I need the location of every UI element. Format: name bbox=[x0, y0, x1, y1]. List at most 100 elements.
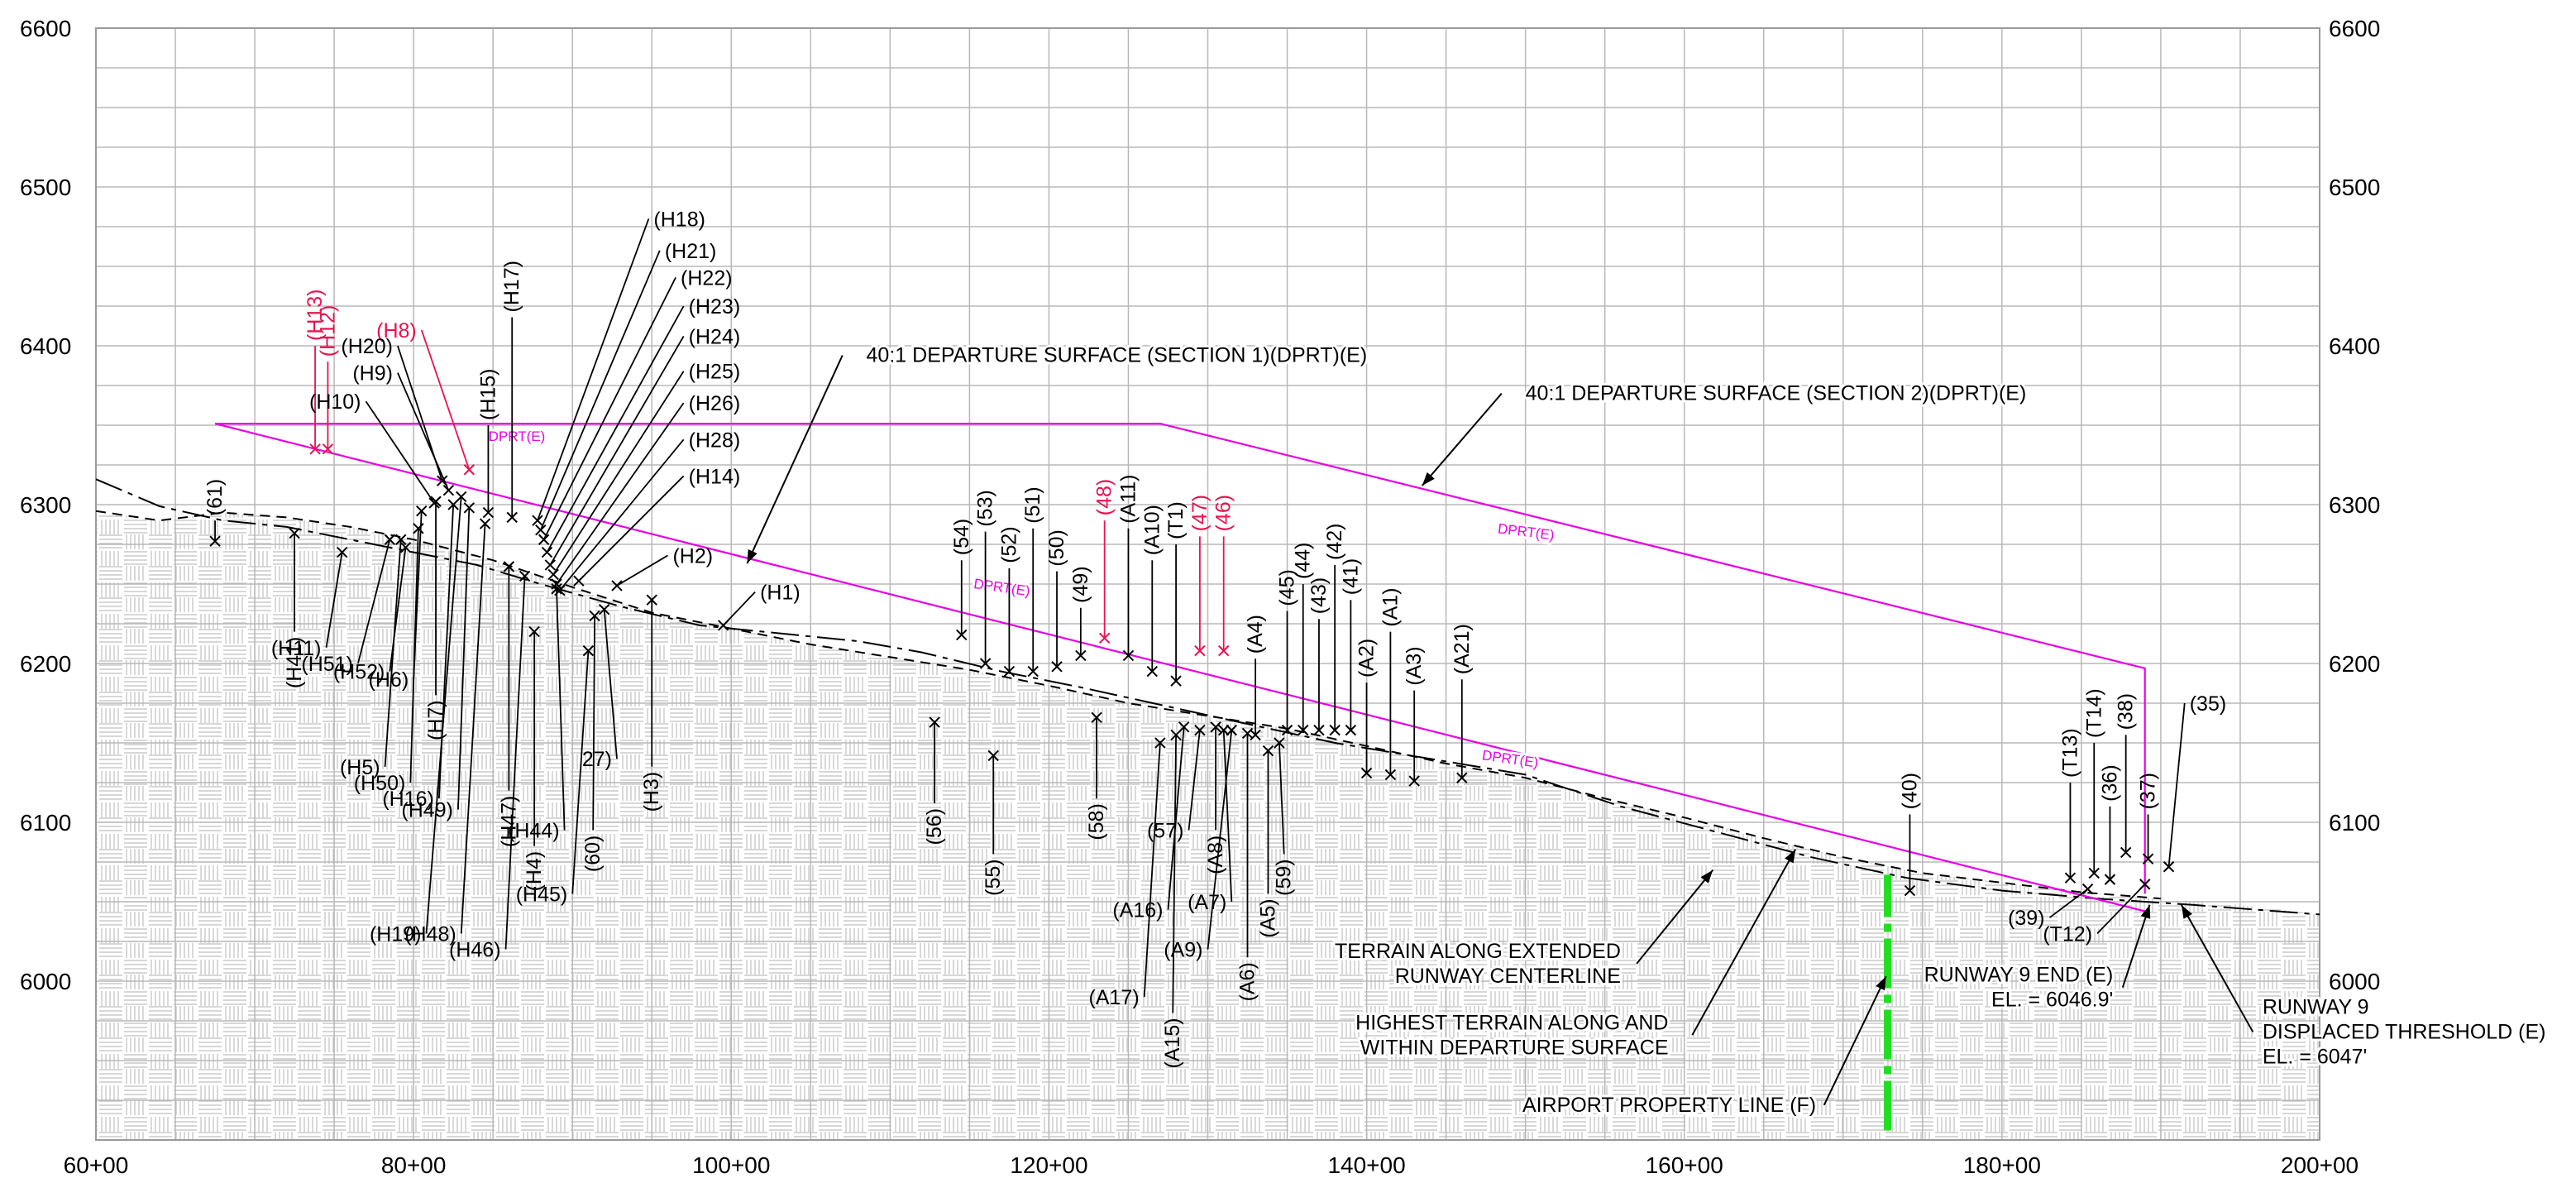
obstacle-label: (H50) bbox=[354, 772, 406, 795]
obstacle-label: (39) bbox=[2008, 907, 2044, 930]
obstacle: (49) bbox=[1069, 566, 1092, 662]
obstacle: (T12) bbox=[2043, 879, 2151, 946]
departure-surface-line bbox=[214, 423, 2145, 912]
obstacle: (61) bbox=[203, 479, 227, 547]
callout-text: RUNWAY 9 END (E) bbox=[1924, 964, 2114, 987]
obstacle: (H22) bbox=[538, 266, 733, 545]
obstacle-leader bbox=[542, 277, 676, 540]
obstacle-leader bbox=[723, 591, 756, 626]
obstacle-leader bbox=[556, 402, 685, 585]
x-tick-label: 100+00 bbox=[692, 1152, 770, 1178]
y-tick-label-left: 6500 bbox=[20, 175, 71, 200]
obstacle-leader bbox=[397, 372, 450, 491]
y-tick-label-left: 6400 bbox=[20, 333, 71, 359]
obstacle: (H44) bbox=[508, 583, 566, 843]
obstacle-leader bbox=[549, 336, 685, 566]
obstacle-label: (H44) bbox=[508, 820, 560, 843]
obstacle-label: (51) bbox=[1021, 486, 1044, 523]
obstacle-label: (56) bbox=[923, 808, 946, 845]
obstacle: (A21) bbox=[1450, 624, 1474, 783]
obstacle: (43) bbox=[1307, 577, 1331, 736]
obstacle-leader bbox=[460, 523, 486, 934]
obstacle-leader bbox=[1143, 742, 1161, 998]
obstacle: (A10) bbox=[1140, 505, 1164, 678]
obstacle: (H48) bbox=[404, 518, 491, 946]
obstacle: (H24) bbox=[544, 325, 740, 571]
obstacle-label: (H22) bbox=[681, 266, 733, 290]
obstacle: (47) bbox=[1188, 495, 1212, 657]
obstacle: (H49) bbox=[401, 502, 476, 822]
obstacle: (A6) bbox=[1236, 727, 1259, 1001]
obstacle-leader bbox=[1222, 730, 1233, 903]
departure-surface-line bbox=[215, 422, 2146, 894]
callout: 40:1 DEPARTURE SURFACE (SECTION 1)(DPRT)… bbox=[746, 342, 1369, 564]
obstacle-leader bbox=[1167, 726, 1185, 910]
callout-text: WITHIN DEPARTURE SURFACE bbox=[1360, 1036, 1669, 1059]
obstacle-label: (H13) bbox=[303, 289, 327, 341]
obstacle-label: (43) bbox=[1307, 577, 1331, 614]
obstacle-label: (50) bbox=[1045, 529, 1068, 566]
obstacle: (T13) bbox=[2058, 728, 2081, 884]
obstacle-label: (47) bbox=[1188, 495, 1212, 531]
obstacle-label: (A10) bbox=[1140, 505, 1164, 555]
callout-leader bbox=[2181, 904, 2254, 1032]
obstacle: (45) bbox=[1276, 569, 1299, 736]
obstacle-label: (54) bbox=[950, 519, 973, 555]
obstacle-leader bbox=[2096, 884, 2146, 935]
obstacle-label: (48) bbox=[1093, 479, 1116, 515]
obstacle-label: (H28) bbox=[689, 429, 741, 452]
obstacle-label: (H12) bbox=[316, 305, 339, 357]
obstacle-label: (T14) bbox=[2082, 688, 2105, 738]
obstacle: (H50) bbox=[354, 523, 424, 795]
callout-text: EL. = 6047' bbox=[2263, 1045, 2367, 1068]
obstacle-leader bbox=[2048, 888, 2089, 918]
obstacle: (58) bbox=[1085, 711, 1108, 841]
y-tick-label-right: 6000 bbox=[2329, 969, 2380, 994]
obstacle: (A15) bbox=[1161, 729, 1184, 1069]
obstacle-label: (A7) bbox=[1188, 891, 1226, 914]
obstacle: (38) bbox=[2115, 693, 2138, 859]
y-tick-label-left: 6300 bbox=[20, 492, 71, 518]
obstacle: (A7) bbox=[1188, 724, 1233, 914]
obstacle: (T1) bbox=[1164, 501, 1188, 687]
callout-text: HIGHEST TERRAIN ALONG AND bbox=[1355, 1011, 1668, 1034]
obstacle-label: (H11) bbox=[271, 637, 322, 660]
obstacle: (54) bbox=[950, 519, 973, 641]
callout-text: TERRAIN ALONG EXTENDED bbox=[1335, 940, 1621, 963]
obstacle-leader bbox=[384, 539, 402, 767]
obstacle: (57) bbox=[1147, 724, 1206, 843]
obstacle-leader bbox=[603, 609, 618, 759]
callout-annotations: 40:1 DEPARTURE SURFACE (SECTION 1)(DPRT)… bbox=[746, 342, 2549, 1119]
obstacle: (H13) bbox=[303, 289, 327, 455]
obstacle: 27) bbox=[582, 604, 618, 771]
obstacle-label: (H6) bbox=[369, 668, 409, 692]
obstacle-label: (A21) bbox=[1450, 624, 1474, 674]
obstacle: (A2) bbox=[1355, 639, 1379, 779]
callout-leader bbox=[1823, 975, 1887, 1106]
obstacle-label: (A11) bbox=[1116, 475, 1140, 524]
x-tick-label: 80+00 bbox=[381, 1152, 447, 1178]
obstacle: (53) bbox=[974, 490, 997, 669]
obstacle-label: (H51) bbox=[301, 653, 353, 676]
obstacle-label: (H14) bbox=[689, 465, 741, 488]
obstacle: (51) bbox=[1021, 486, 1044, 678]
obstacle: (46) bbox=[1212, 495, 1235, 657]
callout-text: DISPLACED THRESHOLD (E) bbox=[2263, 1020, 2546, 1043]
obstacle-label: (52) bbox=[997, 526, 1020, 563]
callout-arrowhead bbox=[2181, 904, 2192, 919]
x-tick-label: 120+00 bbox=[1010, 1152, 1087, 1178]
y-tick-label-right: 6600 bbox=[2329, 16, 2380, 41]
obstacle-leader bbox=[365, 400, 435, 504]
obstacle-label: (H46) bbox=[449, 939, 501, 962]
x-tick-label: 180+00 bbox=[1963, 1152, 2041, 1178]
obstacle: (42) bbox=[1323, 523, 1346, 736]
callout-text: EL. = 6046.9' bbox=[1991, 989, 2113, 1012]
obstacle: (A1) bbox=[1379, 587, 1402, 781]
obstacle: (H8) bbox=[376, 319, 476, 476]
obstacle-label: (42) bbox=[1323, 523, 1346, 559]
obstacle-label: (H15) bbox=[476, 368, 499, 420]
y-tick-label-right: 6300 bbox=[2329, 492, 2380, 518]
obstacle: (44) bbox=[1292, 543, 1315, 736]
